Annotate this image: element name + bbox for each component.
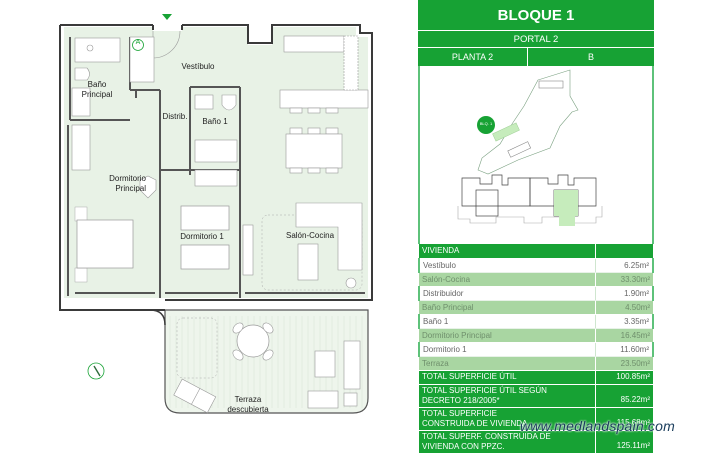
room-label-dormitorio-principal: Dormitorio Principal [109,174,146,193]
floor-label: PLANTA 2 [418,48,528,66]
room-label-salon-cocina: Salón-Cocina [285,231,335,240]
unit-letter: B [587,52,594,62]
portal-label: PORTAL 2 [418,31,654,48]
site-plan-drawing [457,69,603,226]
room-label-bano-principal: Baño Principal [81,80,113,99]
floor-plan-drawing [59,14,373,414]
floor-plan: Vestíbulo Baño Principal Distrib. Baño 1… [59,14,373,414]
room-label-dormitorio-1: Dormitorio 1 [180,232,224,241]
room-label-vestibulo: Vestíbulo [181,62,215,71]
entrance-marker-icon [162,14,172,20]
room-label-distrib: Distrib. [162,112,188,121]
block-title: BLOQUE 1 [418,0,654,31]
table-header-row: VIVIENDA [419,244,653,259]
total-row: TOTAL SUPERFICIE ÚTIL 100.85m² [419,370,653,385]
site-badge-label: BLQ. 1 [479,121,493,126]
laundry-marker-label: A [135,39,141,46]
site-location-map: BLQ. 1 [418,66,654,244]
room-label-bano-1: Baño 1 [202,117,228,126]
table-header: VIVIENDA [419,244,595,259]
north-compass-icon [87,362,105,380]
watermark: www.medlandspain.com [520,418,675,434]
floor-letter-row: PLANTA 2 B [418,48,654,66]
info-panel: BLOQUE 1 PORTAL 2 PLANTA 2 B BLQ. 1 [418,0,654,454]
room-label-terraza: Terraza descubierta [227,395,269,414]
site-badge-icon [477,116,495,134]
